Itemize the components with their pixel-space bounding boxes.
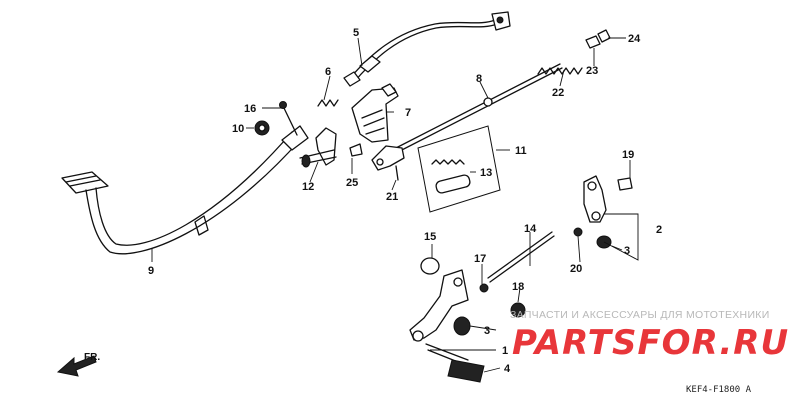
bolt-part	[254, 101, 298, 136]
callout-25: 25	[346, 177, 358, 189]
rod-spring-part	[537, 29, 611, 75]
callout-7: 7	[405, 107, 411, 119]
callout-21: 21	[386, 191, 398, 203]
spring-part	[317, 99, 339, 107]
callout-8: 8	[476, 73, 482, 85]
callout-16: 16	[244, 103, 256, 115]
callout-2: 2	[656, 224, 662, 236]
clip-part	[349, 143, 363, 157]
callout-13: 13	[480, 167, 492, 179]
callout-17: 17	[474, 253, 486, 265]
watermark-tagline: ЗАПЧАСТИ И АКСЕССУАРЫ ДЛЯ МОТОТЕХНИКИ	[510, 309, 770, 321]
diagram-code: KEF4-F1800 A	[686, 385, 752, 395]
callout-11: 11	[515, 145, 527, 157]
callout-1: 1	[502, 345, 508, 357]
brake-pedal-part	[61, 125, 309, 255]
callout-3-upper: 3	[624, 245, 630, 257]
front-direction-label: FR.	[84, 352, 100, 363]
watermark-logo: PARTSFOR.RU	[512, 323, 789, 363]
callout-3-lower: 3	[484, 325, 490, 337]
linkage-arm-part	[573, 175, 633, 249]
pedal-arm-part	[299, 127, 337, 168]
leader-lines	[151, 37, 639, 373]
linkage-rod-part-edge	[489, 235, 555, 283]
callout-9: 9	[148, 265, 154, 277]
front-direction-arrow: FR.	[56, 352, 100, 377]
brake-cable-part	[343, 11, 511, 87]
shift-lever-part	[409, 257, 526, 383]
callout-22: 22	[552, 87, 564, 99]
pin-part	[395, 165, 399, 181]
callout-24: 24	[628, 33, 641, 45]
linkage-rod-part	[487, 231, 553, 279]
callout-15: 15	[424, 231, 436, 243]
callout-14: 14	[524, 223, 537, 235]
callout-10: 10	[232, 123, 244, 135]
cable-bracket-part	[351, 83, 399, 143]
callout-6: 6	[325, 66, 331, 78]
callout-5: 5	[353, 27, 359, 39]
callout-4: 4	[504, 363, 511, 375]
callout-23: 23	[586, 65, 598, 77]
callout-20: 20	[570, 263, 582, 275]
callout-12: 12	[302, 181, 314, 193]
callout-19: 19	[622, 149, 634, 161]
brake-rod-part	[371, 63, 563, 171]
spring-kit-box	[417, 125, 501, 213]
callout-18: 18	[512, 281, 524, 293]
